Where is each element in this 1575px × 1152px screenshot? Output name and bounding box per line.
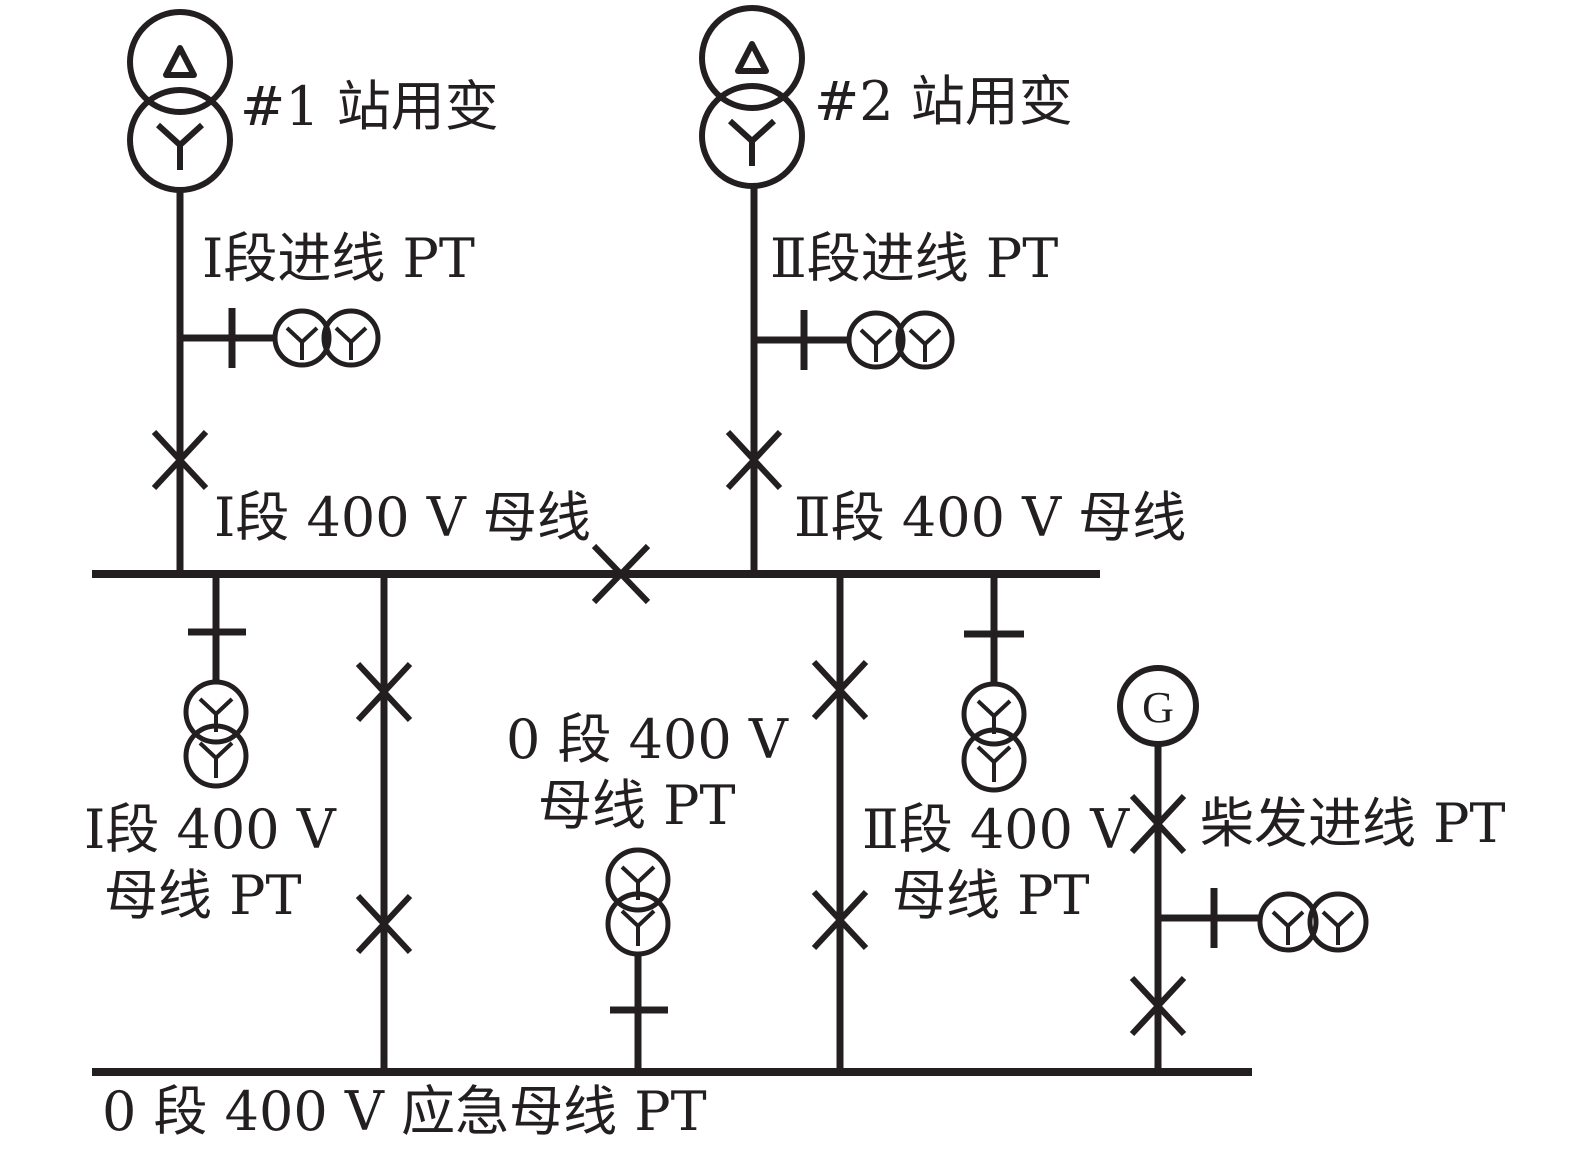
incoming-pt-2-label: Ⅱ段进线 PT [770,227,1058,290]
bus-pt-0-label-line2: 母线 PT [538,774,736,837]
bus-pt-1-label-line1: Ⅰ段 400 V [84,798,337,861]
generator-breaker-lower [1129,975,1187,1037]
incoming-pt-2-symbol [754,310,955,370]
bus-pt-2-symbol [961,574,1027,793]
diesel-pt-symbol [1158,888,1369,953]
bus-pt-1-symbol [183,574,249,789]
transformer-1-symbol [127,9,233,193]
bus-pt-2-label-line1: Ⅱ段 400 V [862,798,1130,861]
transformer-1-label: #1 站用变 [240,75,499,138]
transformer-2-symbol [699,5,805,189]
tie-right-breaker-lower [811,889,869,951]
bus-pt-1-label-line2: 母线 PT [104,864,302,927]
bus-pt-0-label-line1: 0 段 400 V [506,708,789,771]
incoming-pt-1-label: Ⅰ段进线 PT [202,227,475,290]
feeder-2-breaker [725,429,783,491]
bus-pt-0-symbol [605,847,671,1072]
feeder-1-breaker [151,429,209,491]
generator-breaker-upper [1129,793,1187,855]
emergency-bus-label: 0 段 400 V 应急母线 PT [102,1080,707,1143]
incoming-pt-1-symbol [180,308,381,368]
transformer-2-label: #2 站用变 [814,70,1073,133]
generator-glyph: G [1142,683,1174,732]
diesel-pt-label: 柴发进线 PT [1200,792,1506,855]
bus-2-label: Ⅱ段 400 V 母线 [794,486,1186,549]
tie-right-breaker-upper [811,659,869,721]
generator-symbol: G [1117,665,1199,747]
bus-pt-2-label-line2: 母线 PT [892,864,1090,927]
bus-1-label: Ⅰ段 400 V 母线 [214,486,591,549]
bus-tie-breaker [591,543,651,605]
tie-left-breaker-lower [355,893,413,955]
tie-left-breaker-upper [355,661,413,723]
